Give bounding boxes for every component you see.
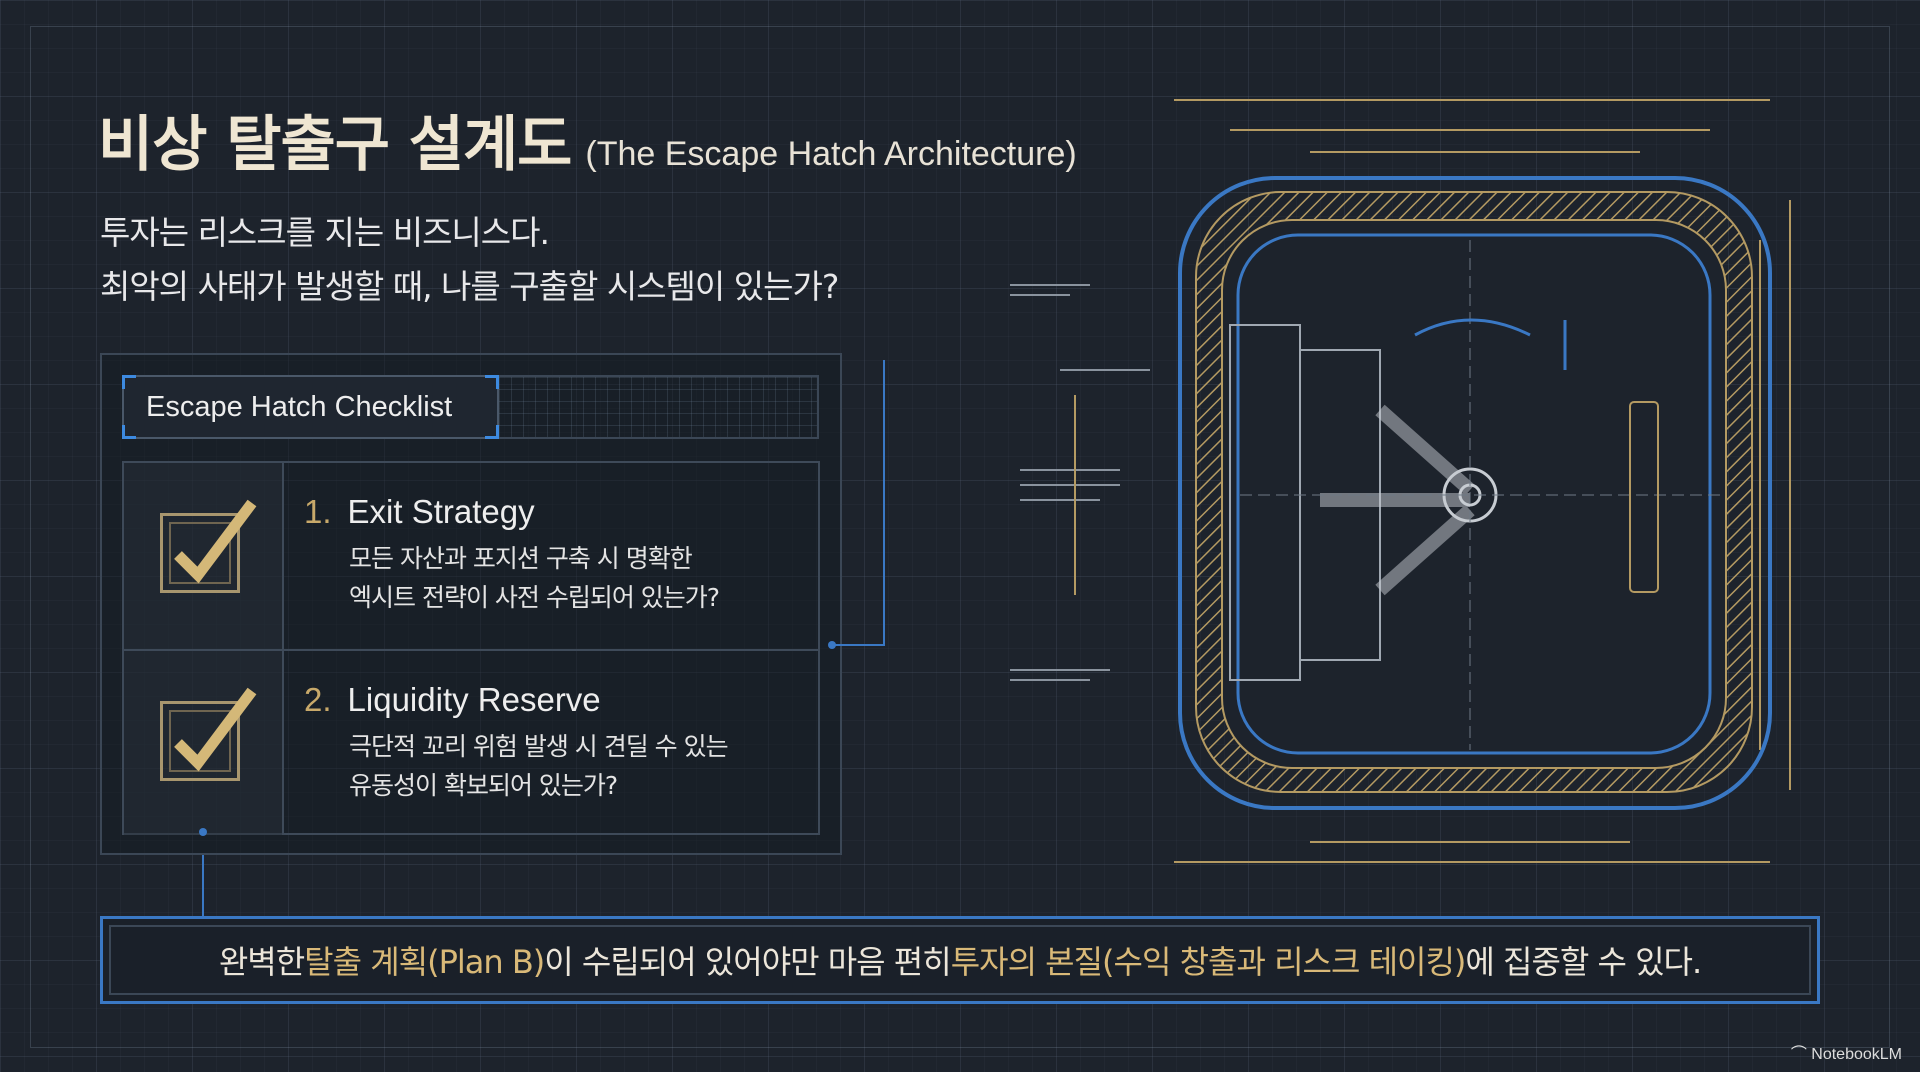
item-number: 2. — [304, 681, 332, 718]
banner-text: 에 집중할 수 있다. — [1465, 943, 1702, 981]
checkbox[interactable] — [124, 463, 284, 649]
checkmark-icon — [174, 499, 257, 584]
conclusion-banner: 완벽한 탈출 계획(Plan B)이 수립되어 있어야만 마음 편히 투자의 본… — [100, 916, 1820, 1004]
corner-marker — [122, 425, 136, 439]
watermark-text: NotebookLM — [1811, 1046, 1902, 1063]
corner-marker — [485, 375, 499, 389]
banner-highlight: 투자의 본질(수익 창출과 리스크 테이킹) — [950, 943, 1467, 981]
banner-text: 완벽한 — [218, 943, 305, 981]
corner-marker — [122, 375, 136, 389]
title-korean: 비상 탈출구 설계도 — [98, 110, 572, 180]
notebooklm-watermark: ⌒ NotebookLM — [1791, 1040, 1902, 1064]
checkmark-icon — [174, 687, 257, 772]
item-desc-line: 엑시트 전략이 사전 수립되어 있는가? — [349, 583, 720, 612]
notebooklm-icon: ⌒ — [1790, 1046, 1812, 1063]
item-title: Liquidity Reserve — [347, 681, 601, 718]
checklist-panel: Escape Hatch Checklist 1. Exit Strategy 모… — [100, 353, 842, 855]
escape-hatch-blueprint — [1010, 99, 1791, 863]
banner-highlight: 탈출 계획(Plan B) — [304, 943, 545, 981]
checklist-item: 2. Liquidity Reserve 극단적 꼬리 위험 발생 시 견딜 수 … — [124, 649, 818, 835]
item-number: 1. — [304, 493, 332, 530]
subtitle-line-1: 투자는 리스크를 지는 비즈니스다. — [100, 213, 550, 252]
checklist-header: Escape Hatch Checklist — [122, 375, 499, 439]
item-desc-line: 유동성이 확보되어 있는가? — [349, 771, 618, 800]
checkbox[interactable] — [124, 651, 284, 835]
item-desc-line: 모든 자산과 포지션 구축 시 명확한 — [349, 544, 693, 573]
item-title: Exit Strategy — [347, 493, 535, 530]
page-title: 비상 탈출구 설계도 (The Escape Hatch Architecture… — [98, 96, 1077, 183]
header-grid-decoration — [499, 375, 819, 439]
page-frame — [30, 26, 1890, 1048]
corner-marker — [485, 425, 499, 439]
banner-text: 이 수립되어 있어야만 마음 편히 — [544, 943, 951, 981]
title-english: (The Escape Hatch Architecture) — [585, 135, 1077, 173]
item-desc-line: 극단적 꼬리 위험 발생 시 견딜 수 있는 — [349, 732, 729, 761]
subtitle-line-2: 최악의 사태가 발생할 때, 나를 구출할 시스템이 있는가? — [100, 267, 839, 306]
